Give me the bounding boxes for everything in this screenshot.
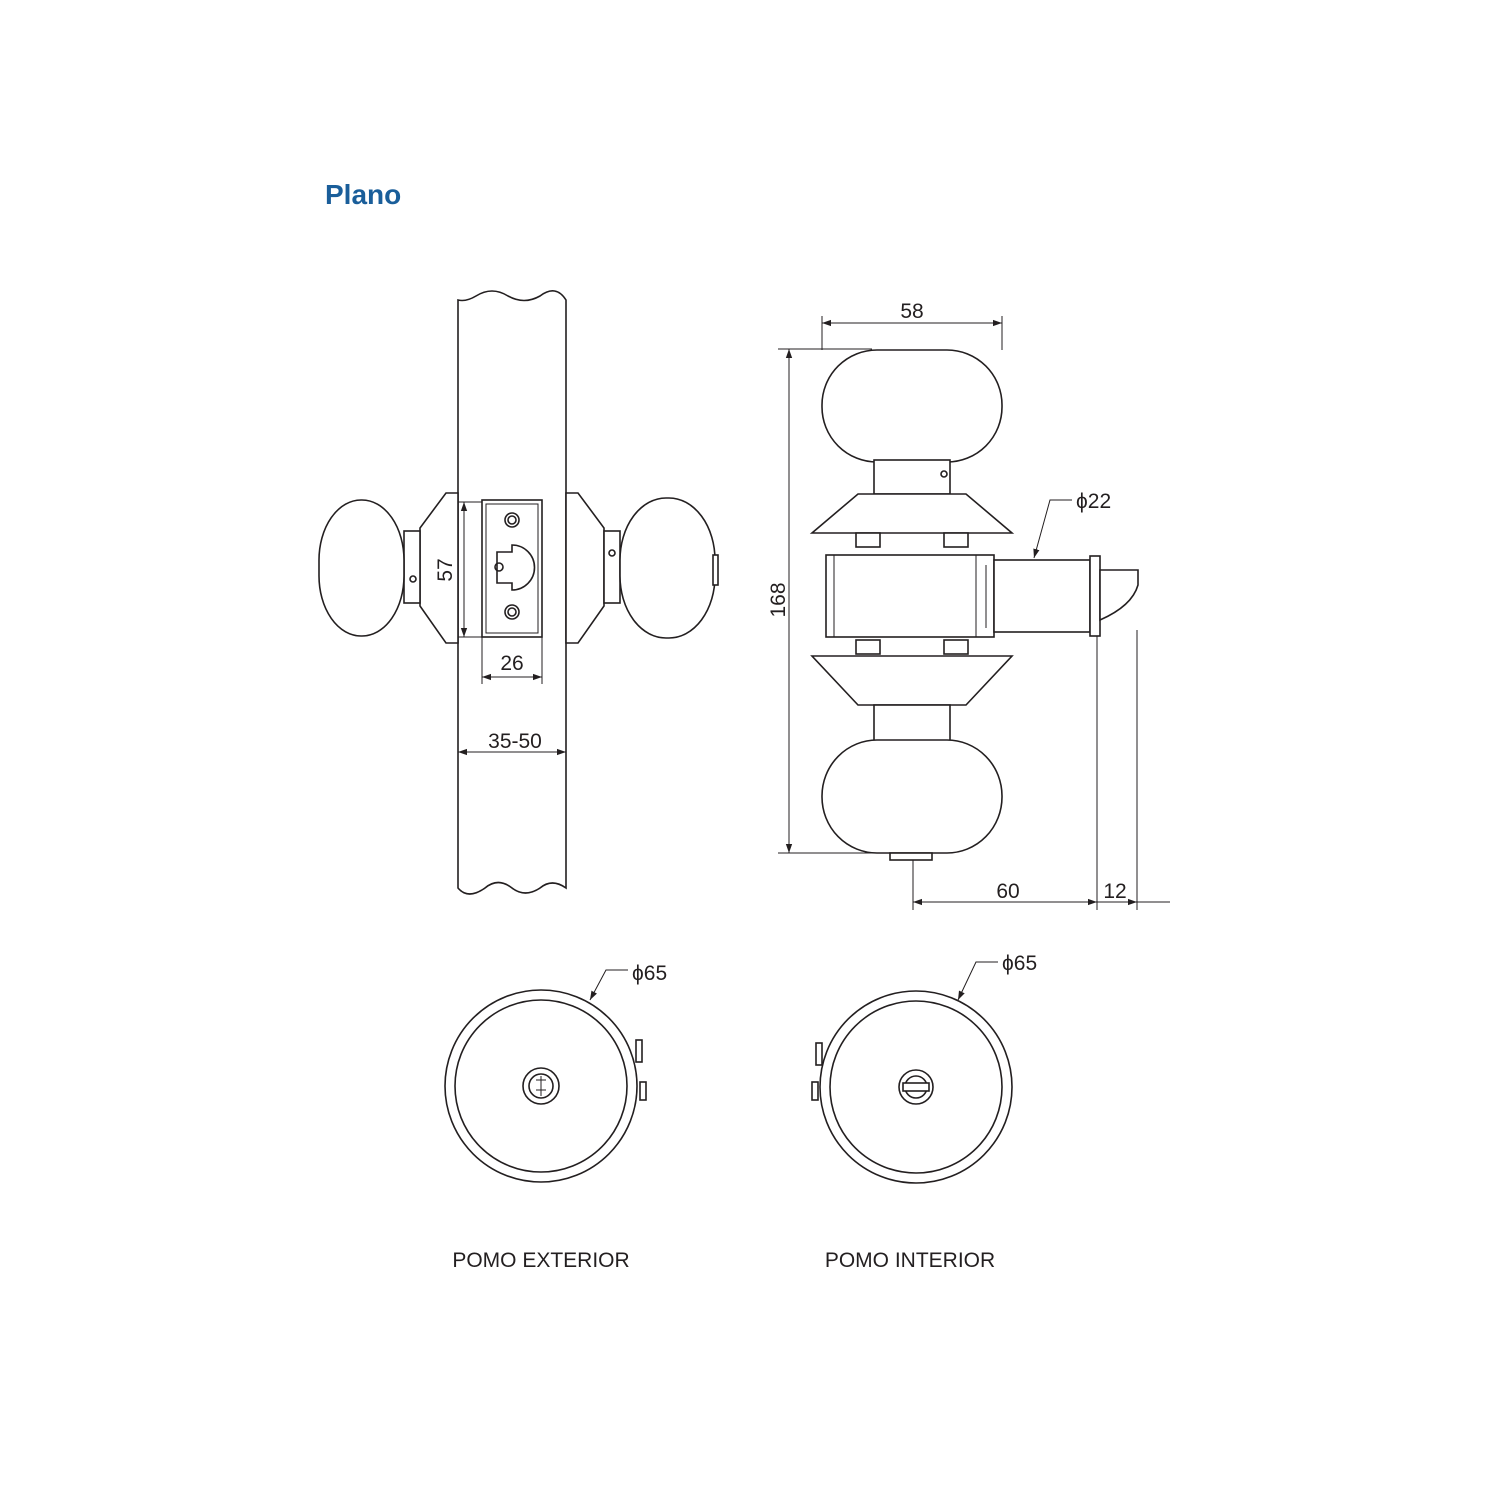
front-view: 58 168 ϕ22 60 12 [767,300,1170,910]
top-knob [821,349,1003,463]
dimension-57: 57 [434,558,457,581]
caption-pomo-interior: POMO INTERIOR [825,1249,995,1272]
door-slab [457,290,567,895]
privacy-turn-icon [898,1069,934,1105]
latch-cylinder [993,559,1091,633]
dimension-60: 60 [996,880,1019,903]
side-view: 57 26 35-50 [318,290,719,895]
exterior-knob-view: ϕ65 POMO EXTERIOR [444,962,667,1272]
lock-chassis [825,554,995,638]
dimension-diameter-65-interior: ϕ65 [1002,952,1037,975]
caption-pomo-exterior: POMO EXTERIOR [452,1249,629,1272]
dimension-168: 168 [767,582,790,617]
dimension-26: 26 [500,652,523,675]
latch-bolt [1099,569,1139,622]
interior-knob-view: ϕ65 POMO INTERIOR [811,952,1037,1272]
inner-knob-side [565,492,719,644]
dimension-diameter-65-exterior: ϕ65 [632,962,667,985]
dimension-35-50: 35-50 [488,730,542,753]
dimension-58: 58 [900,300,923,323]
dimension-12: 12 [1103,880,1126,903]
bottom-knob [821,739,1003,854]
key-cylinder-icon [522,1067,560,1105]
faceplate [481,499,543,638]
outer-knob-side [318,492,459,644]
dimension-diameter-22: ϕ22 [1076,490,1111,513]
drawing-title: Plano [325,179,401,210]
